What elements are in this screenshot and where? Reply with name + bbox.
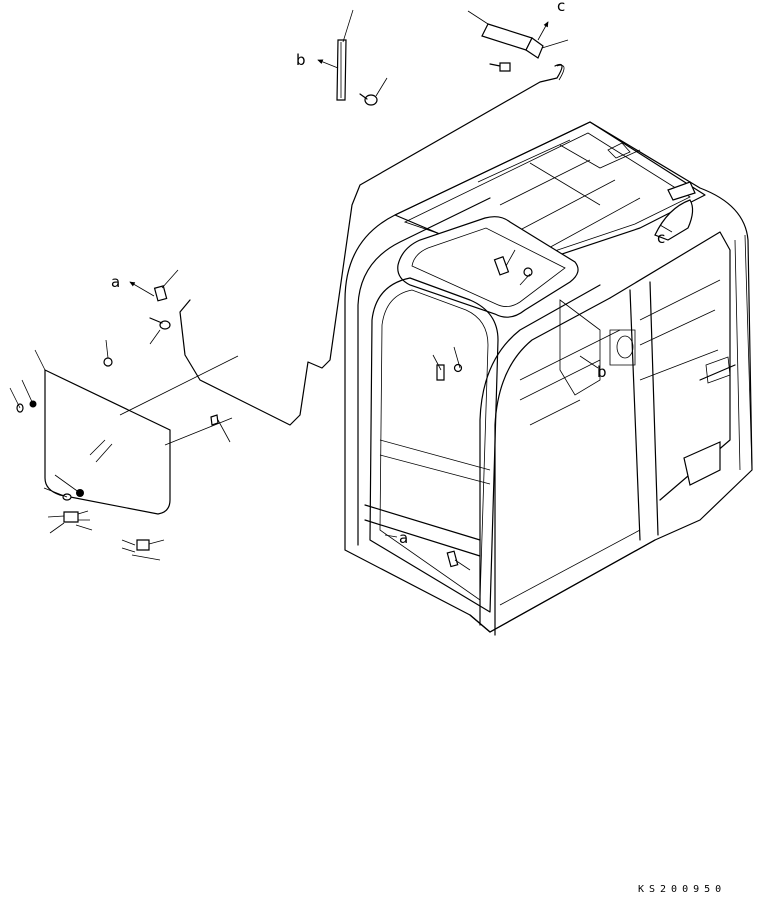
clip-bolt-icon	[150, 318, 170, 329]
bolt-icon	[360, 94, 377, 105]
callout-b-top: b	[296, 51, 306, 69]
drawing-code: KS200950	[638, 884, 726, 895]
screw-icon	[490, 63, 510, 71]
operator-cab	[345, 122, 752, 635]
wiper-blade-part	[317, 10, 387, 105]
clip-parts	[48, 511, 164, 560]
callout-a-left: a	[111, 273, 120, 291]
wiring-harness	[180, 65, 564, 426]
harness-clip-part	[129, 270, 178, 344]
washer-motor-part	[468, 11, 568, 71]
callout-c-cab: c	[657, 229, 665, 247]
callout-c-top: c	[557, 0, 565, 15]
callout-b-cab: b	[597, 363, 607, 381]
callout-a-cab: a	[399, 529, 408, 547]
window-glass-part	[10, 340, 238, 514]
